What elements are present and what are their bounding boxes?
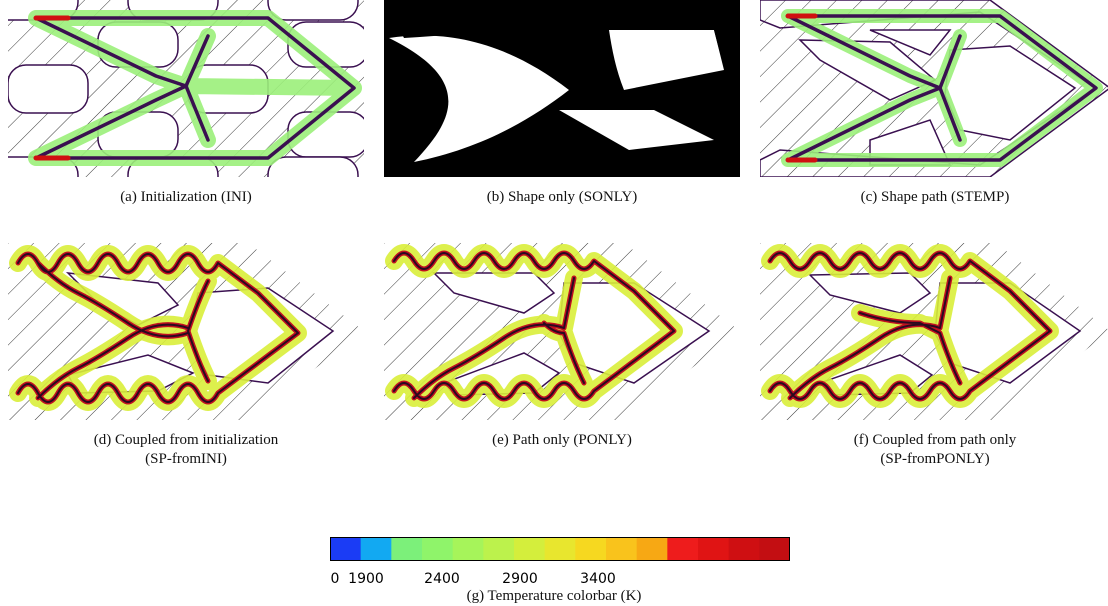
caption-g: (g) Temperature colorbar (K): [374, 587, 734, 606]
colorbar-border: [330, 537, 790, 561]
colorbar-segment: [422, 537, 454, 561]
colorbar-segment: [544, 537, 576, 561]
colorbar-tick-label: 1900: [348, 571, 384, 587]
panel-e-image: [384, 243, 740, 420]
caption-f: (f) Coupled from path only (SP-fromPONLY…: [755, 431, 1108, 469]
caption-d-text: (d) Coupled from initialization: [93, 432, 279, 448]
panel-b-image: [384, 0, 740, 177]
caption-b: (b) Shape only (SONLY): [382, 188, 742, 207]
caption-a: (a) Initialization (INI): [6, 188, 366, 207]
caption-d: (d) Coupled from initialization (SP-from…: [6, 431, 366, 469]
caption-f-text: (f) Coupled from path only: [853, 432, 1017, 448]
colorbar-segment: [575, 537, 607, 561]
colorbar-segment: [514, 537, 546, 561]
panel-a-image: [8, 0, 364, 177]
colorbar-tick-label: 0: [330, 571, 340, 587]
colorbar-segment: [330, 537, 362, 561]
temperature-colorbar: [330, 537, 790, 561]
colorbar-segment: [606, 537, 638, 561]
colorbar-tick-label: 2900: [502, 571, 538, 587]
colorbar-segment: [667, 537, 699, 561]
colorbar-tick-label: 2400: [424, 571, 460, 587]
caption-b-text: (b) Shape only (SONLY): [486, 189, 638, 205]
caption-e-text: (e) Path only (PONLY): [492, 432, 632, 448]
panel-c-image: [760, 0, 1108, 177]
colorbar-segment: [759, 537, 790, 561]
colorbar-segment: [391, 537, 423, 561]
caption-c-text: (c) Shape path (STEMP): [860, 189, 1010, 205]
caption-e: (e) Path only (PONLY): [382, 431, 742, 450]
caption-c: (c) Shape path (STEMP): [755, 188, 1108, 207]
colorbar-segment: [636, 537, 668, 561]
caption-g-text: (g) Temperature colorbar (K): [466, 588, 642, 604]
panel-f-image: [760, 243, 1108, 420]
colorbar-segment: [483, 537, 515, 561]
colorbar-segment: [452, 537, 484, 561]
colorbar-tick-label: 3400: [580, 571, 616, 587]
panel-d-image: [8, 243, 364, 420]
caption-a-text: (a) Initialization (INI): [120, 189, 252, 205]
caption-d-text-line2: (SP-fromINI): [145, 451, 227, 467]
caption-f-text-line2: (SP-fromPONLY): [880, 451, 990, 467]
colorbar-segment: [360, 537, 392, 561]
colorbar-segment: [728, 537, 760, 561]
colorbar-segment: [698, 537, 730, 561]
